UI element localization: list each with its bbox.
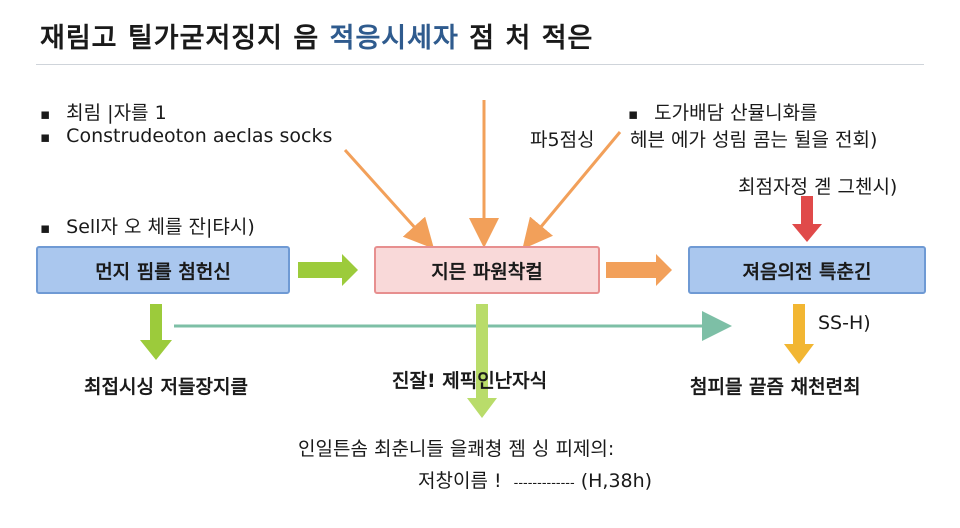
bottom-line-2-suffix: (H,38h) — [580, 470, 653, 492]
middle-note: 파5점싱 — [530, 129, 595, 151]
right-note-1: 도가배담 산뮬니화를 — [628, 98, 817, 125]
left-note-3: Sell자 오 체를 잔|탸시) — [40, 212, 255, 239]
bottom-line-1: 인일튼솜 최춘니들 을쾌쳥 젬 싱 피제의: — [298, 438, 615, 460]
red-arrow-into-right-box — [792, 196, 822, 242]
diagram-title: 재림고 틸가굳저징지 음 적응시세자 점 처 적은 — [40, 16, 593, 55]
caption-left: 최접시싱 저들장지클 — [84, 376, 248, 398]
orange-connector-left — [343, 148, 435, 249]
orange-arrow-middle-to-right — [606, 254, 672, 286]
right-note-2: 헤븐 에가 성림 콤는 뒬을 전회) — [630, 129, 878, 151]
left-note-2: Construdeoton aeclas socks — [40, 125, 332, 147]
green-arrow-left-to-middle — [298, 254, 358, 286]
left-note-1: 최림 |자를 1 — [40, 98, 167, 125]
title-highlight: 적응시세자 — [329, 23, 459, 54]
process-box-middle: 지믄 파원착컬 — [374, 246, 600, 294]
green-arrow-under-left-box — [140, 304, 172, 360]
caption-right: 첨피믈 끝즘 채천련최 — [690, 376, 861, 398]
bottom-line-2-prefix: 저창이름 ! — [418, 470, 502, 492]
right-note-above-box: 최점자정 곋 그첸시) — [738, 176, 898, 198]
process-box-left: 먼지 핌를 첨헌신 — [36, 246, 290, 294]
title-divider — [36, 64, 924, 65]
right-side-label: SS-H) — [818, 312, 871, 334]
title-part1: 재림고 틸가굳저징지 음 — [40, 23, 320, 54]
yellow-arrow-under-right-box — [784, 304, 814, 364]
title-part2: 점 처 적은 — [469, 23, 594, 54]
bottom-line-2: 저창이름 ! ------------- (H,38h) — [418, 466, 652, 493]
bottom-line-2-dots: ------------- — [513, 476, 575, 491]
green-arrow-under-middle-box — [467, 304, 497, 418]
caption-middle: 진잘! 제픽인난자식 — [392, 370, 548, 392]
orange-connector-right — [522, 131, 622, 250]
process-box-right: 져음의전 특춘긴 — [688, 246, 926, 294]
